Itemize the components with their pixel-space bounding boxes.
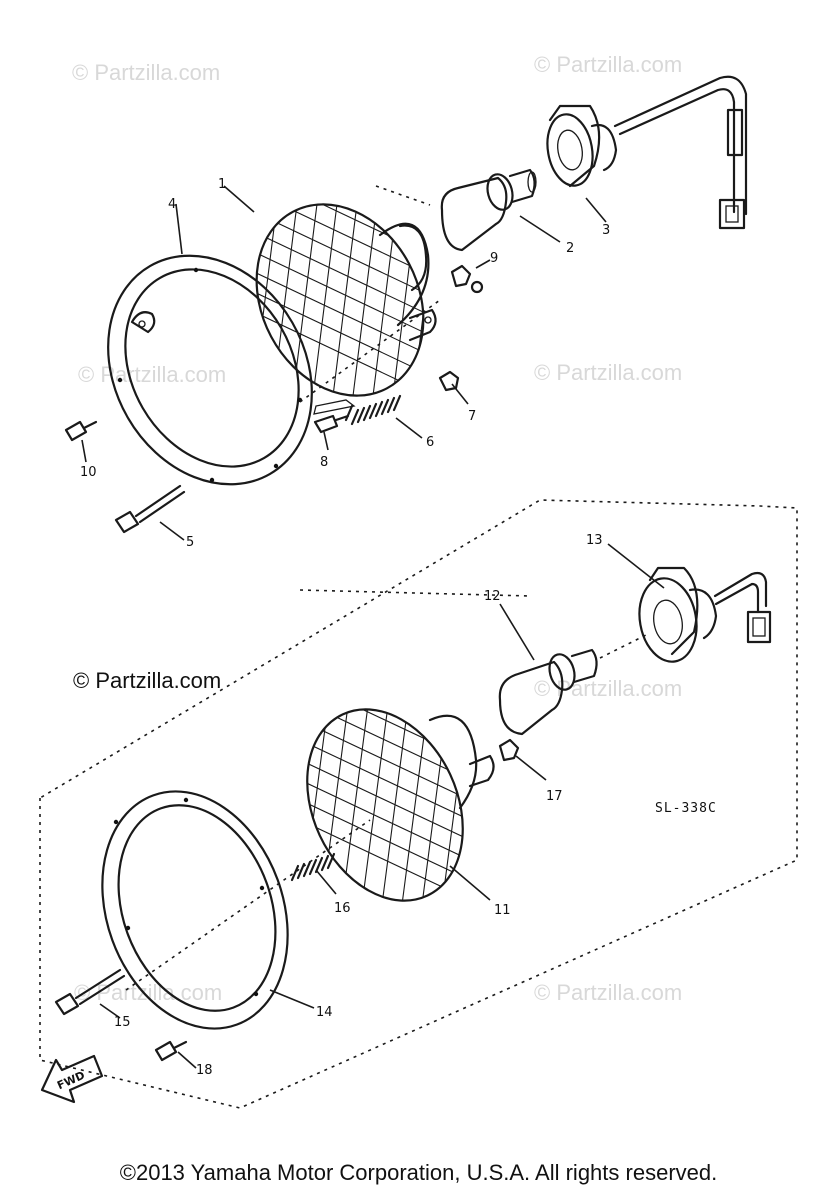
spring-6 bbox=[313, 394, 402, 426]
callout-15: 15 bbox=[114, 1015, 131, 1030]
callout-13: 13 bbox=[586, 533, 603, 548]
watermark-main: © Partzilla.com bbox=[73, 668, 221, 693]
bulb-12 bbox=[498, 648, 598, 736]
bolt-5 bbox=[114, 484, 186, 534]
nut-7 bbox=[438, 370, 460, 392]
watermark: © Partzilla.com bbox=[78, 362, 226, 387]
callout-14: 14 bbox=[316, 1005, 333, 1020]
callout-2: 2 bbox=[566, 241, 574, 256]
sealed-beam-unit-11 bbox=[299, 683, 495, 921]
callout-7: 7 bbox=[468, 409, 476, 424]
callout-8: 8 bbox=[320, 455, 328, 470]
callout-1: 1 bbox=[218, 177, 226, 192]
bolt-15 bbox=[54, 968, 126, 1016]
callout-11: 11 bbox=[494, 903, 511, 918]
callout-9: 9 bbox=[490, 251, 498, 266]
watermark: © Partzilla.com bbox=[534, 360, 682, 385]
headlight-rim-4 bbox=[107, 254, 313, 486]
watermark: © Partzilla.com bbox=[72, 60, 220, 85]
callout-10: 10 bbox=[80, 465, 97, 480]
callout-16: 16 bbox=[334, 901, 351, 916]
bulb-2 bbox=[440, 168, 537, 252]
callout-5: 5 bbox=[186, 535, 194, 550]
screw-18 bbox=[154, 1040, 188, 1062]
callout-3: 3 bbox=[602, 223, 610, 238]
spring-16 bbox=[290, 852, 336, 882]
callout-6: 6 bbox=[426, 435, 434, 450]
watermark: © Partzilla.com bbox=[534, 52, 682, 77]
headlight-rim-14 bbox=[101, 790, 289, 1030]
copyright-notice: ©2013 Yamaha Motor Corporation, U.S.A. A… bbox=[119, 1160, 718, 1185]
drawing-code: SL-338C bbox=[655, 801, 717, 816]
sealed-beam-unit-1 bbox=[249, 175, 441, 421]
callout-4: 4 bbox=[168, 197, 176, 212]
watermark: © Partzilla.com bbox=[534, 980, 682, 1005]
bulb-socket-13 bbox=[638, 566, 772, 663]
variant-outline bbox=[39, 499, 798, 1109]
bulb-socket-3 bbox=[546, 75, 748, 230]
callout-12: 12 bbox=[484, 589, 501, 604]
callout-18: 18 bbox=[196, 1063, 213, 1078]
nut-17 bbox=[498, 738, 520, 762]
screw-8 bbox=[313, 414, 350, 434]
callout-17: 17 bbox=[546, 789, 563, 804]
screw-10 bbox=[64, 420, 98, 442]
watermark: © Partzilla.com bbox=[534, 676, 682, 701]
nut-9 bbox=[450, 264, 484, 294]
